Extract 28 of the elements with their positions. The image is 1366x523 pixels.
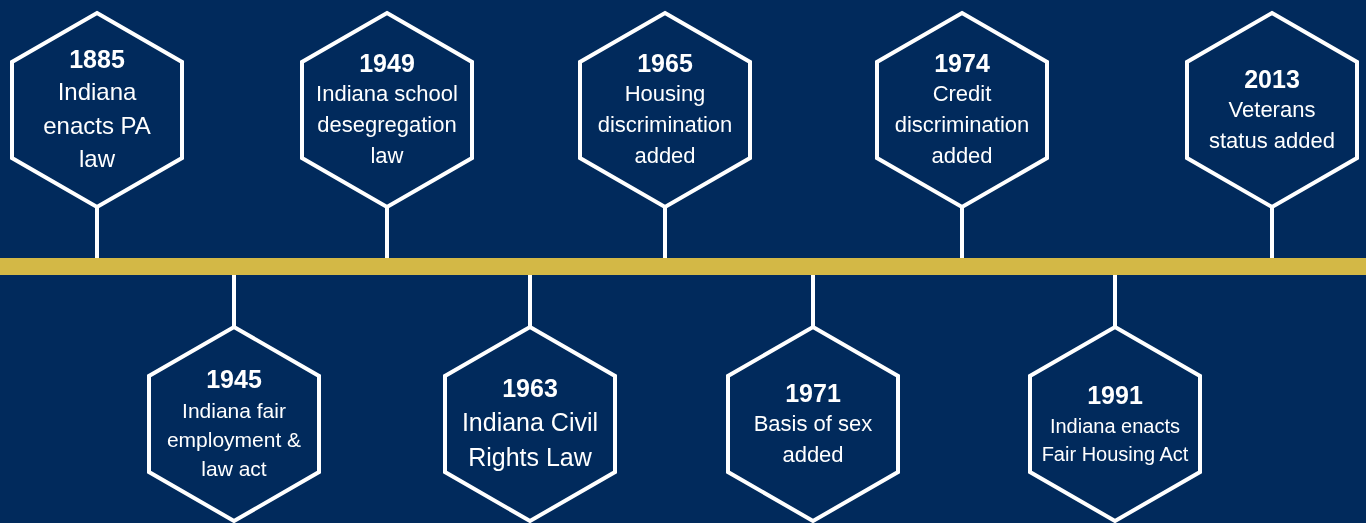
event-text: Indiana Civil Rights Law bbox=[460, 406, 600, 473]
year-heading: 1974 bbox=[934, 48, 990, 80]
year-heading: 1971 bbox=[785, 377, 841, 409]
year-heading: 1991 bbox=[1087, 380, 1143, 412]
connector-line bbox=[960, 207, 964, 258]
connector-line bbox=[663, 207, 667, 258]
year-heading: 2013 bbox=[1244, 63, 1300, 95]
event-text: Indiana school desegregation law bbox=[315, 80, 459, 170]
event-text: Indiana fair employment & law act bbox=[165, 397, 303, 483]
event-text: Indiana enacts PA law bbox=[42, 77, 152, 175]
year-heading: 1963 bbox=[502, 373, 558, 405]
year-heading: 1945 bbox=[206, 364, 262, 396]
connector-line bbox=[232, 275, 236, 327]
event-text: Veterans status added bbox=[1208, 95, 1336, 155]
year-heading: 1949 bbox=[359, 48, 415, 80]
event-text: Housing discrimination added bbox=[596, 80, 734, 170]
event-text: Basis of sex added bbox=[752, 409, 874, 469]
year-heading: 1965 bbox=[637, 48, 693, 80]
connector-line bbox=[1113, 275, 1117, 327]
event-text: Indiana enacts Fair Housing Act bbox=[1041, 413, 1189, 467]
year-heading: 1885 bbox=[69, 44, 125, 75]
connector-line bbox=[95, 207, 99, 258]
event-text: Credit discrimination added bbox=[893, 80, 1031, 170]
connector-line bbox=[385, 207, 389, 258]
connector-line bbox=[528, 275, 532, 327]
timeline-bar bbox=[0, 258, 1366, 275]
connector-line bbox=[1270, 207, 1274, 258]
connector-line bbox=[811, 275, 815, 327]
